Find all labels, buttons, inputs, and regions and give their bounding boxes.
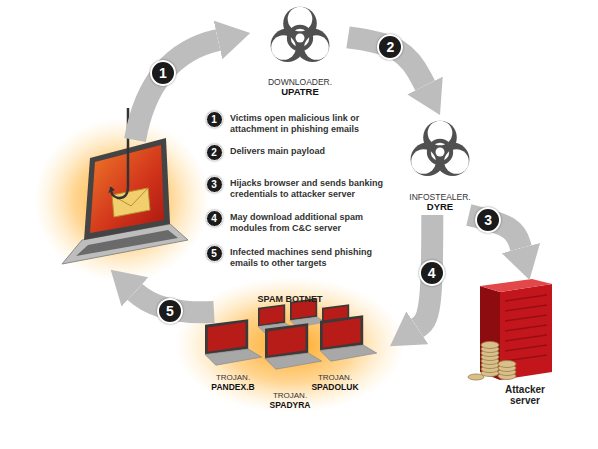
phishing-hook	[111, 108, 128, 198]
bot-laptop	[205, 319, 262, 365]
coin-stacks	[468, 342, 516, 381]
botnet-glow	[175, 277, 405, 413]
step-text: Hijacks browser and sends banking creden…	[230, 178, 402, 200]
malware-node: DOWNLOADER.UPATRE	[252, 2, 348, 100]
hook-barb	[108, 187, 115, 193]
flow-arrow	[135, 40, 218, 140]
node-name: SPADYRA	[270, 401, 311, 411]
server-top	[480, 279, 552, 292]
server-side	[480, 286, 500, 380]
botnet-group: SPAM BOTNETTROJAN.PANDEX.BTROJAN.SPADYRA…	[190, 290, 390, 415]
callout-number: 1	[150, 60, 176, 86]
trojan-node: TROJAN.SPADYRA	[255, 392, 325, 416]
step-number: 2	[206, 144, 223, 161]
callout-number: 3	[475, 207, 501, 233]
node-heading: SPAM BOTNET	[258, 294, 323, 304]
step-text: Delivers main payload	[230, 146, 402, 157]
node-heading: TROJAN.	[273, 392, 307, 401]
node-heading: INFOSTEALER.	[409, 193, 470, 203]
bot-laptop	[265, 323, 322, 369]
step-text: May download additional spam modules fro…	[230, 212, 402, 234]
bot-laptop	[320, 315, 377, 361]
node-name: UPATRE	[281, 87, 319, 98]
server-node: Attacker server	[480, 280, 570, 408]
node-heading: DOWNLOADER.	[268, 78, 332, 88]
node-name: PANDEX.B	[211, 383, 254, 393]
step-number: 5	[206, 245, 223, 262]
email-envelope	[112, 188, 150, 217]
step-text: Victims open malicious link or attachmen…	[230, 113, 402, 135]
biohazard-symbol	[411, 121, 470, 176]
node-heading: TROJAN.	[216, 374, 250, 383]
callout-number: 5	[157, 298, 183, 324]
step-number: 1	[206, 111, 223, 128]
biohazard-symbol	[271, 7, 330, 62]
step-text: Infected machines send phishing emails t…	[230, 247, 402, 269]
node-heading: TROJAN.	[318, 374, 352, 383]
node-name: SPADOLUK	[311, 383, 358, 393]
node-heading: Attacker server	[490, 384, 560, 406]
step-number: 3	[206, 176, 223, 193]
malware-node: INFOSTEALER.DYRE	[392, 115, 488, 215]
laptop-glow	[34, 118, 210, 282]
callout-number: 4	[419, 260, 445, 286]
server-vents	[505, 295, 547, 361]
trojan-node: TROJAN.PANDEX.B	[198, 374, 268, 398]
node-name: DYRE	[427, 202, 453, 213]
step-number: 4	[206, 210, 223, 227]
trojan-node: TROJAN.SPADOLUK	[300, 374, 370, 398]
